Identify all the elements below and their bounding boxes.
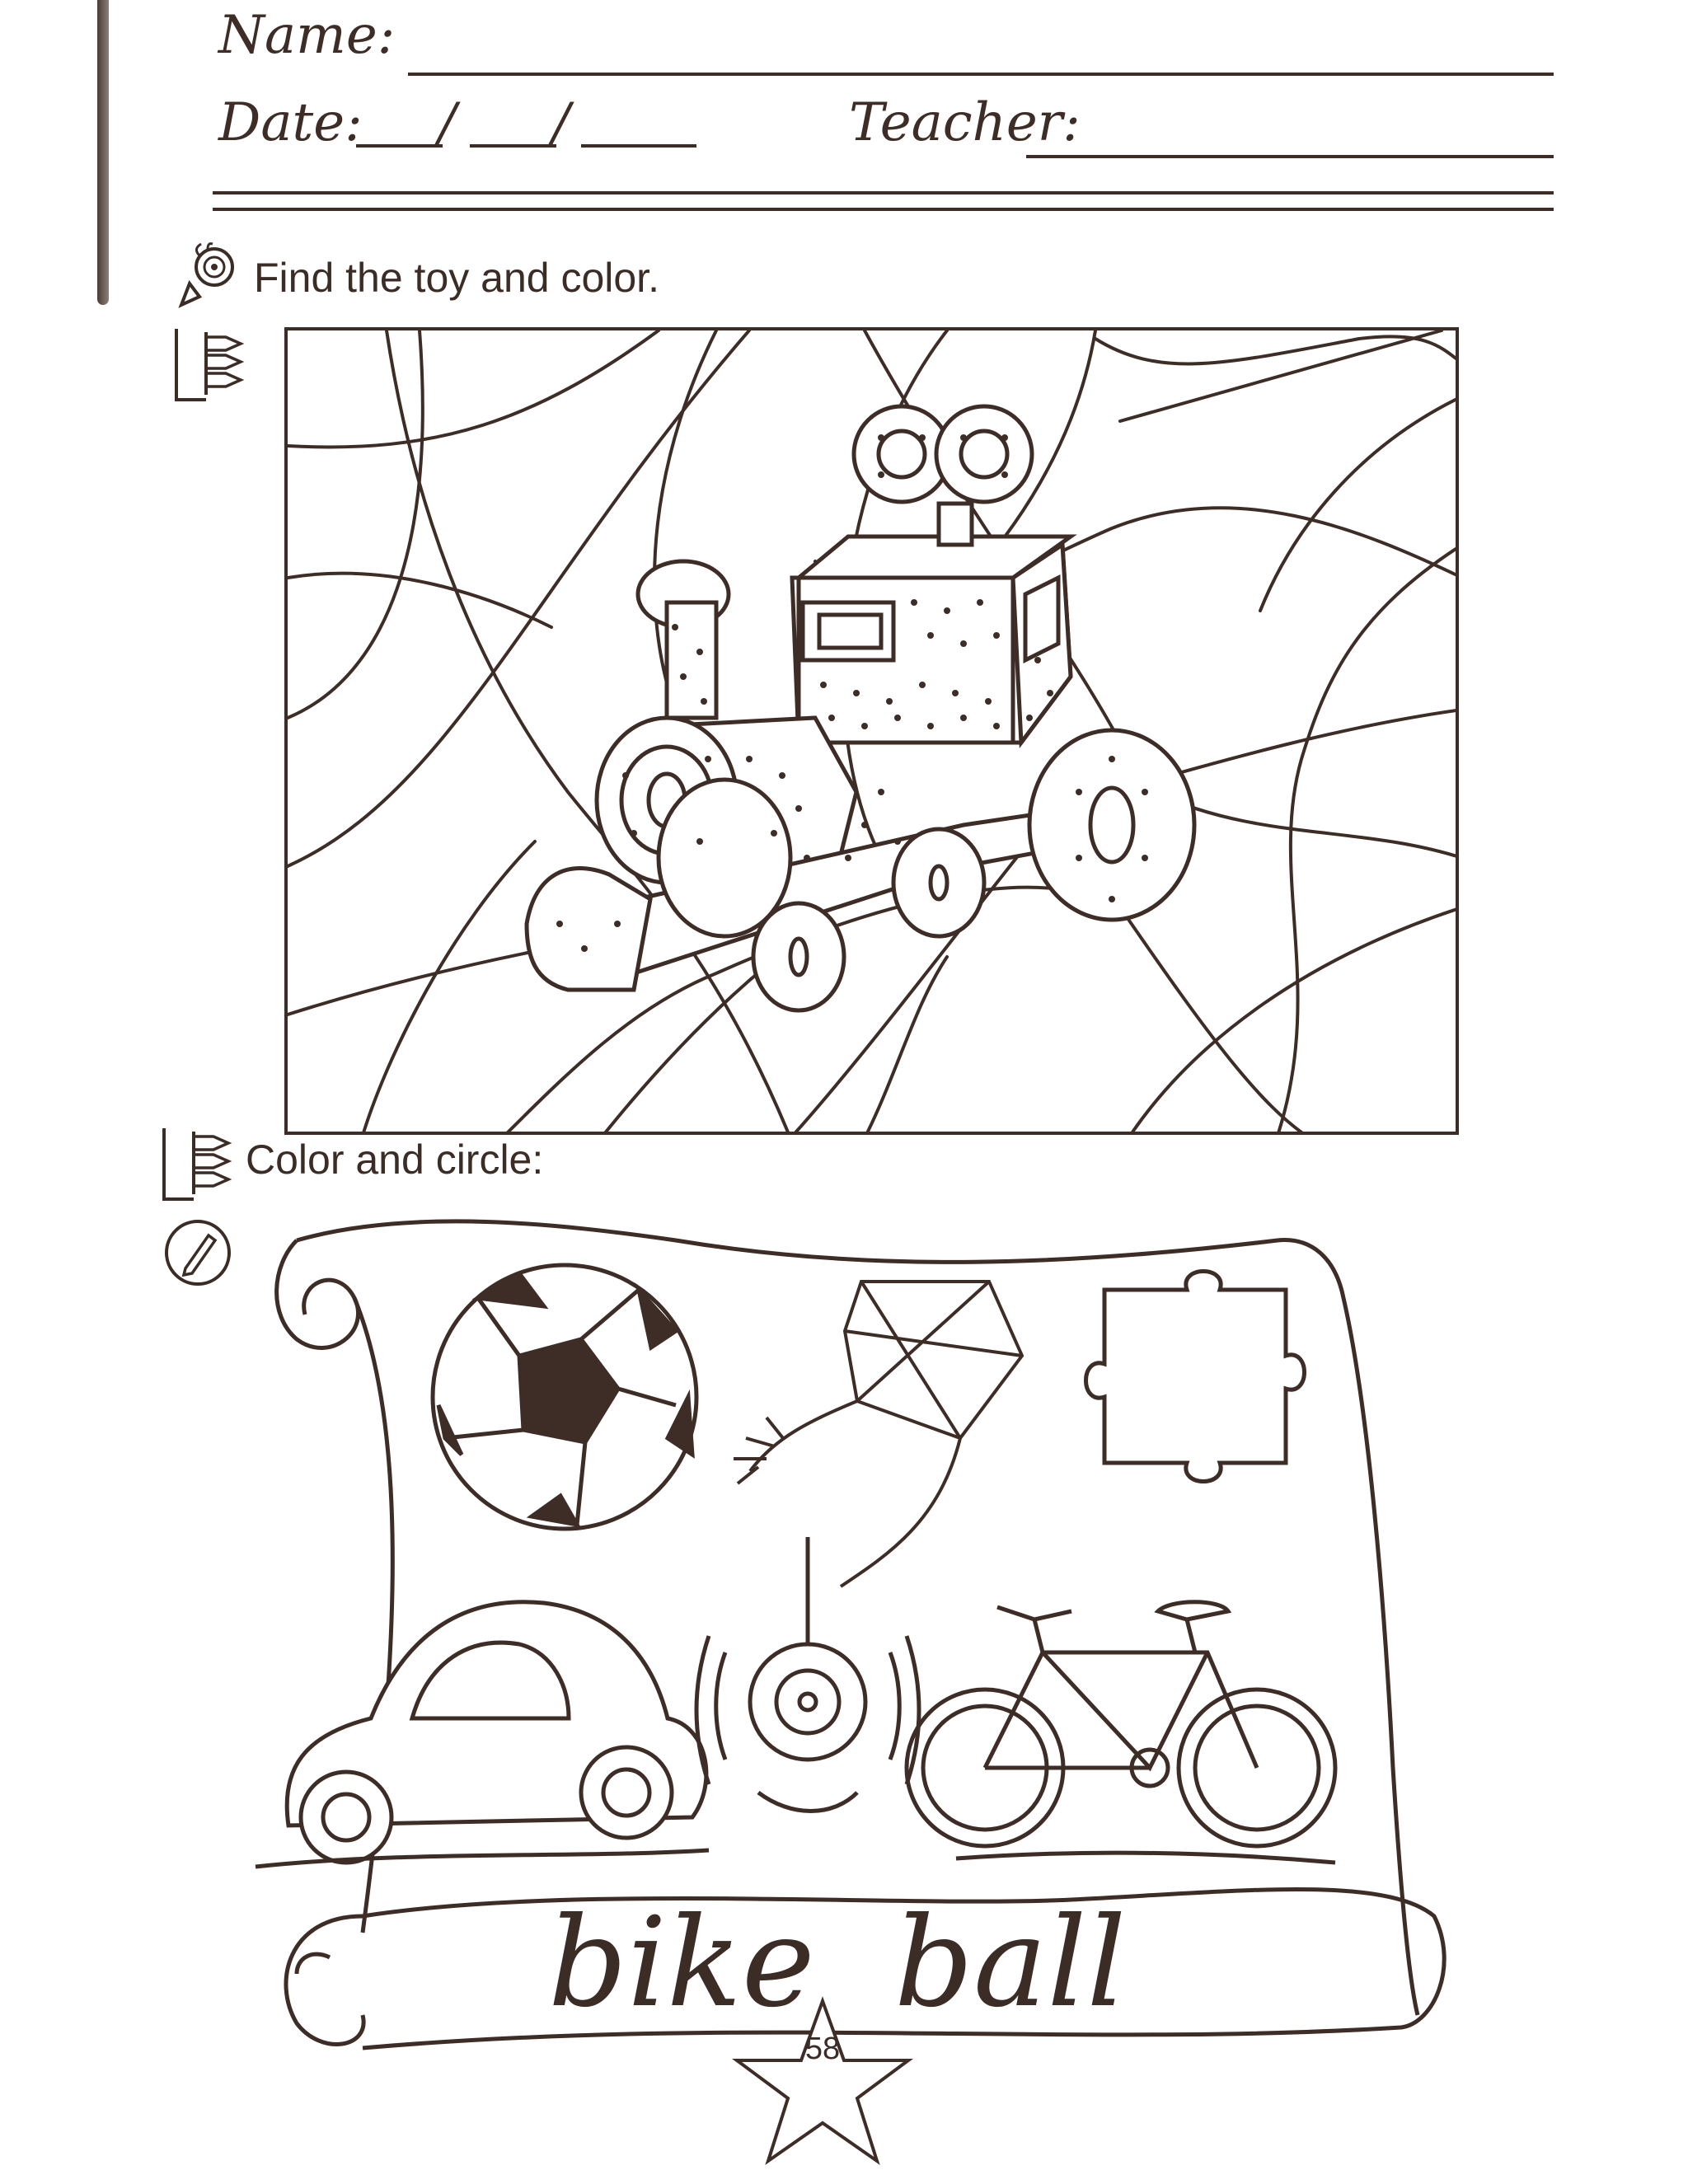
date-separator-1: / (438, 92, 457, 153)
car-picture (255, 1600, 710, 1869)
crayons-icon (175, 329, 245, 401)
soccer-ball-picture (430, 1263, 699, 1531)
header-divider-top (213, 191, 1554, 194)
date-label: Date: (218, 92, 363, 153)
puzzle-piece-picture (1084, 1269, 1306, 1483)
name-label: Name: (218, 5, 396, 66)
date-year-line[interactable] (581, 144, 696, 148)
word-bike[interactable]: bike (548, 1891, 815, 2035)
date-day-line[interactable] (356, 144, 443, 148)
train-coloring-picture (288, 330, 1456, 1132)
name-line[interactable] (408, 73, 1554, 76)
crayons-icon (162, 1128, 232, 1201)
toys-scroll (255, 1219, 1447, 2050)
header-divider-bottom (213, 208, 1554, 211)
kite-picture (734, 1280, 1025, 1588)
star-icon (731, 1996, 914, 2166)
instruction-color-circle: Color and circle: (246, 1137, 544, 1183)
find-toy-picture[interactable] (284, 327, 1459, 1135)
page-number: 58 (804, 2032, 841, 2066)
magnifier-icon (178, 242, 234, 308)
bike-picture (904, 1600, 1338, 1865)
date-month-line[interactable] (470, 144, 556, 148)
instruction-find-toy: Find the toy and color. (254, 255, 659, 301)
teacher-label: Teacher: (849, 92, 1081, 153)
teacher-line[interactable] (1026, 155, 1554, 158)
word-ball[interactable]: ball (894, 1891, 1127, 2035)
yo-yo-picture (694, 1537, 921, 1813)
date-separator-2: / (552, 92, 570, 153)
pencil-icon (165, 1220, 231, 1286)
binder-edge (97, 0, 109, 305)
